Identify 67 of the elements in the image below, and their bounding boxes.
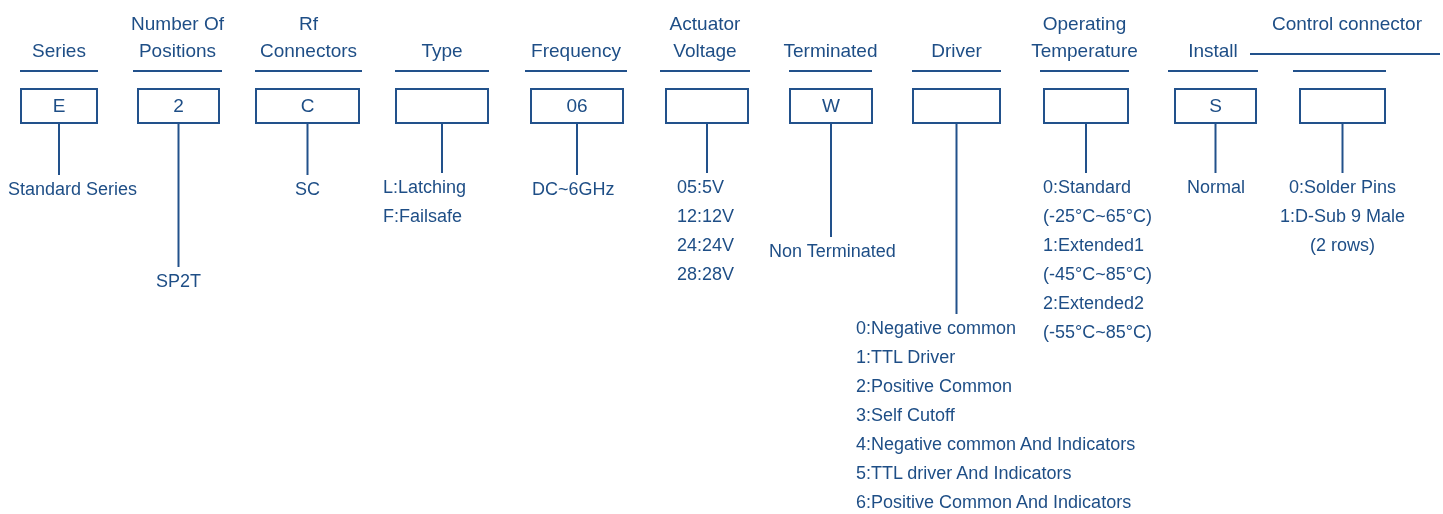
code-letter: 2 xyxy=(173,95,184,117)
option-text: (-45°C~85°C) xyxy=(1043,263,1152,286)
option-text: SC xyxy=(295,178,320,201)
code-box xyxy=(20,88,98,124)
leader-line xyxy=(1085,123,1087,174)
empty-code-box xyxy=(1043,88,1129,124)
field-heading: Rf Connectors xyxy=(258,12,359,63)
field-heading: Terminated xyxy=(783,39,878,63)
option-text: 24:24V xyxy=(677,234,735,257)
leader-line xyxy=(58,123,60,176)
option-text: (-55°C~85°C) xyxy=(1043,321,1152,344)
leader-line xyxy=(955,123,958,315)
leader-line xyxy=(706,123,708,174)
option-text: SP2T xyxy=(156,270,202,293)
code-letter: W xyxy=(822,95,840,117)
option-text: Normal xyxy=(1187,176,1245,199)
option-text: 0:Standard xyxy=(1043,176,1132,199)
option-text: 5:TTL driver And Indicators xyxy=(856,462,1072,485)
option-text: F:Failsafe xyxy=(383,205,463,228)
code-box xyxy=(530,88,624,124)
field-heading: Control connector xyxy=(1272,12,1422,36)
leader-line xyxy=(830,123,832,238)
option-text: 4:Negative common And Indicators xyxy=(856,433,1136,456)
code-box xyxy=(255,88,360,124)
field-heading: Type xyxy=(421,39,463,63)
option-text: (-25°C~65°C) xyxy=(1043,205,1152,228)
leader-line xyxy=(1214,123,1217,174)
option-text: 2:Extended2 xyxy=(1043,292,1145,315)
option-text: 28:28V xyxy=(677,263,735,286)
field-heading: Number Of Positions xyxy=(130,12,225,63)
option-text: 0:Solder Pins xyxy=(1289,176,1397,199)
field-heading: Driver xyxy=(931,39,982,63)
empty-code-box xyxy=(1299,88,1386,124)
code-box xyxy=(137,88,220,124)
code-letter: E xyxy=(52,95,66,117)
code-box xyxy=(789,88,873,124)
option-text: 1:Extended1 xyxy=(1043,234,1145,257)
code-box xyxy=(1174,88,1257,124)
code-letter: 06 xyxy=(566,95,588,117)
field-heading: Install xyxy=(1188,39,1238,63)
leader-line xyxy=(441,123,443,174)
option-text: 3:Self Cutoff xyxy=(856,404,955,427)
field-heading: Frequency xyxy=(531,39,621,63)
option-text: DC~6GHz xyxy=(532,178,615,201)
code-letter: C xyxy=(300,95,315,117)
option-text: 6:Positive Common And Indicators xyxy=(856,491,1132,514)
option-text: 05:5V xyxy=(677,176,725,199)
leader-line xyxy=(177,123,180,268)
code-letter: S xyxy=(1209,95,1222,117)
empty-code-box xyxy=(665,88,749,124)
option-text: Non Terminated xyxy=(769,240,896,263)
field-heading: Actuator Voltage xyxy=(668,12,742,63)
option-text: 2:Positive Common xyxy=(856,375,1013,398)
empty-code-box xyxy=(912,88,1001,124)
option-text: Standard Series xyxy=(8,178,138,201)
option-text: 12:12V xyxy=(677,205,735,228)
option-text: 1:TTL Driver xyxy=(856,346,956,369)
leader-line xyxy=(1341,123,1344,174)
option-text: 1:D-Sub 9 Male xyxy=(1280,205,1406,228)
field-heading: Series xyxy=(32,39,86,63)
field-heading: Operating Temperature xyxy=(1030,12,1139,63)
option-text: 0:Negative common xyxy=(856,317,1017,340)
option-text: L:Latching xyxy=(383,176,467,199)
leader-line xyxy=(576,123,578,176)
empty-code-box xyxy=(395,88,489,124)
option-text: (2 rows) xyxy=(1310,234,1376,257)
leader-line xyxy=(306,123,309,176)
